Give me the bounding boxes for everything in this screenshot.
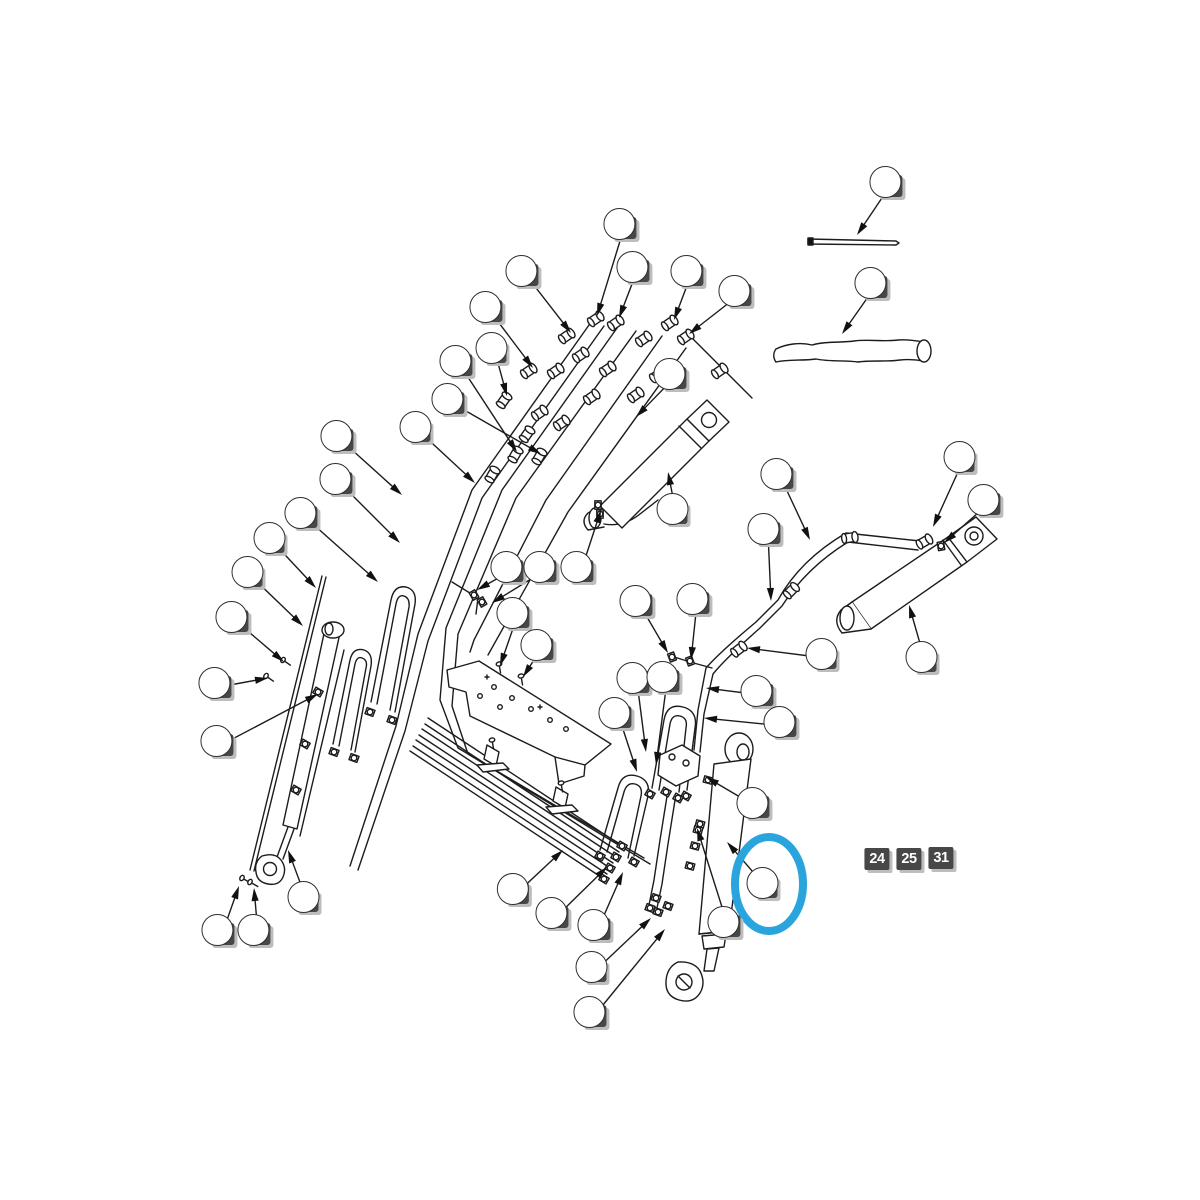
hose-36	[773, 339, 932, 363]
part-callout-5: 5	[231, 556, 264, 588]
tube-bundle	[409, 717, 623, 880]
part-callout-23: 23	[653, 358, 687, 390]
machine-line-art	[239, 237, 998, 1002]
part-callout-37: 37	[505, 255, 539, 287]
part-callout-18: 18	[431, 383, 465, 415]
part-callout-30: 30	[237, 914, 271, 946]
part-callout-38: 38	[616, 251, 650, 283]
part-callout-29: 29	[201, 914, 235, 946]
part-callout-22: 22	[747, 513, 781, 545]
part-callout-14: 14	[763, 706, 797, 738]
part-callout-28: 28	[619, 585, 653, 617]
rod-35	[807, 237, 900, 246]
fittings	[239, 310, 946, 918]
part-callout-4: 4	[287, 881, 320, 913]
part-callout-20: 20	[200, 725, 234, 757]
hose-run	[439, 320, 645, 859]
part-callout-30: 30	[215, 601, 249, 633]
part-callout-17: 17	[740, 675, 774, 707]
part-callout-2: 2	[656, 493, 689, 525]
part-callout-9: 9	[575, 951, 608, 983]
part-callout-31: 31	[928, 847, 954, 869]
cylinder-2	[583, 399, 730, 531]
part-callout-21: 21	[284, 497, 318, 529]
left-cylinder	[249, 575, 479, 886]
u-hose	[332, 586, 416, 753]
part-callout-23: 23	[760, 458, 794, 490]
part-callout-3-highlighted: 3	[746, 867, 779, 899]
part-callout-11: 11	[496, 873, 530, 905]
part-callout-20: 20	[707, 906, 741, 938]
part-callout-25: 25	[896, 848, 922, 870]
part-callout-34: 34	[520, 629, 554, 661]
part-callout-10: 10	[573, 996, 607, 1028]
part-callout-27: 27	[676, 583, 710, 615]
part-callout-8: 8	[805, 638, 838, 670]
part-callout-22: 22	[560, 551, 594, 583]
highlight-ellipse	[731, 833, 807, 935]
part-callout-28: 28	[523, 551, 557, 583]
cylinder-1	[836, 516, 998, 634]
part-callout-36: 36	[598, 697, 632, 729]
part-callout-41: 41	[670, 255, 704, 287]
manifold-cluster	[648, 654, 713, 909]
part-callout-1: 1	[905, 641, 938, 673]
boom-edge	[349, 317, 595, 867]
part-callout-7: 7	[399, 411, 432, 443]
part-callout-10: 10	[967, 484, 1001, 516]
part-callout-33: 33	[646, 661, 680, 693]
part-callout-13: 13	[577, 909, 611, 941]
part-callout-32: 32	[616, 662, 650, 694]
right-hoses	[693, 532, 921, 753]
part-callout-29: 29	[198, 667, 232, 699]
part-callout-42: 42	[469, 291, 503, 323]
part-callout-15: 15	[320, 420, 354, 452]
part-callout-19: 19	[439, 345, 473, 377]
part-callout-8: 8	[475, 332, 508, 364]
part-callout-21: 21	[736, 787, 770, 819]
part-callout-16: 16	[319, 463, 353, 495]
part-callout-28: 28	[496, 597, 530, 629]
valve-plate	[446, 660, 612, 815]
part-callout-26: 26	[490, 551, 524, 583]
part-callout-24: 24	[864, 848, 890, 870]
part-callout-35: 35	[869, 166, 903, 198]
part-callout-9: 9	[943, 441, 976, 473]
part-callout-40: 40	[603, 208, 637, 240]
part-callout-36: 36	[854, 267, 888, 299]
part-callout-12: 12	[535, 897, 569, 929]
part-callout-39: 39	[718, 275, 752, 307]
part-callout-6: 6	[253, 522, 286, 554]
